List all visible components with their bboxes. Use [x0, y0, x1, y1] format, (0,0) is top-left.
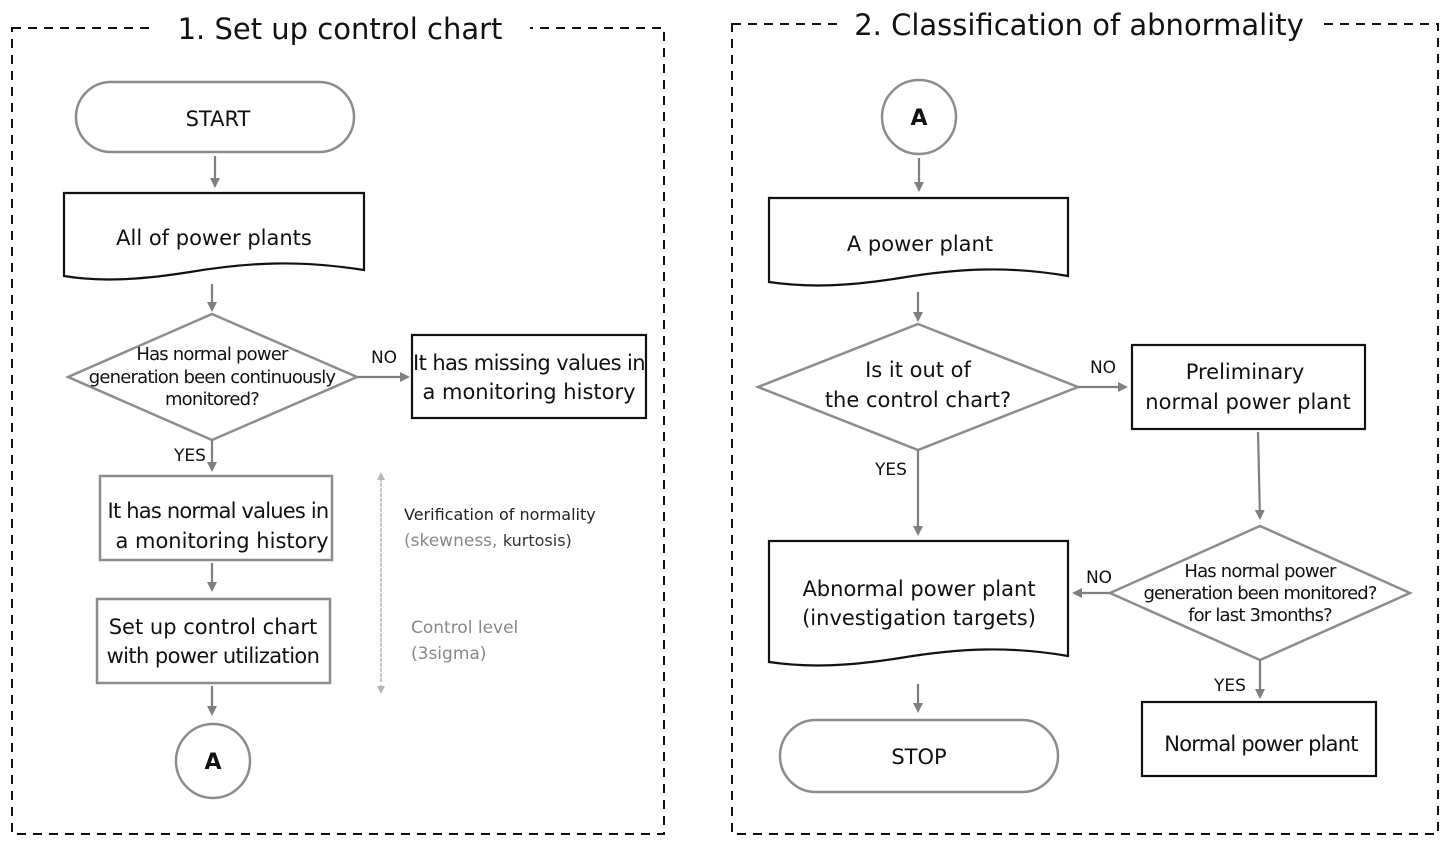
right-yes2-label: YES: [1213, 676, 1246, 696]
abnormal-line-2: (investigation targets): [802, 606, 1036, 630]
preliminary-line-1: Preliminary: [1186, 360, 1305, 384]
decision2-line-1: Has normal power: [1184, 561, 1337, 582]
preliminary-line-2: normal power plant: [1145, 390, 1350, 414]
setup-line-1: Set up control chart: [109, 615, 318, 639]
missing-values-line-2: a monitoring history: [422, 380, 635, 404]
missing-values-node: It has missing values in a monitoring hi…: [410, 333, 648, 420]
preliminary-normal-node: Preliminary normal power plant: [1130, 343, 1367, 431]
decision-line-1: Has normal power: [136, 344, 289, 365]
note-3sigma: (3sigma): [411, 644, 486, 664]
normal-values-node: It has normal values in a monitoring his…: [98, 474, 334, 562]
arrow-preliminary-to-decision2: [1254, 431, 1265, 520]
decision2-line-3: for last 3months?: [1188, 605, 1332, 626]
note-verification-sub: (skewness, kurtosis): [404, 531, 572, 551]
normal-values-line-2: a monitoring history: [115, 529, 328, 553]
last-3months-decision: Has normal power generation been monitor…: [1106, 524, 1414, 662]
abnormal-power-plant-node: Abnormal power plant (investigation targ…: [767, 539, 1070, 667]
right-connector-a: A: [880, 78, 958, 156]
normal-values-line-1: It has normal values in: [108, 499, 329, 523]
right-no2-label: NO: [1086, 568, 1112, 588]
out-of-control-chart-decision: Is it out of the control chart?: [754, 322, 1082, 452]
abnormal-line-1: Abnormal power plant: [802, 577, 1035, 601]
panel-classification-of-abnormality: 2. Classification of abnormality A A pow…: [731, 4, 1439, 835]
start-label: START: [186, 107, 251, 131]
note-verification-title: Verification of normality: [404, 505, 596, 524]
note-control-level: Control level: [411, 618, 518, 638]
a-power-plant-label: A power plant: [847, 232, 993, 256]
continuous-monitoring-decision: Has normal power generation been continu…: [64, 312, 361, 442]
all-power-plants-node: All of power plants: [62, 191, 366, 281]
decision2-line-2: generation been monitored?: [1143, 583, 1376, 604]
missing-values-line-1: It has missing values in: [413, 351, 645, 375]
right-connector-label: A: [910, 106, 927, 131]
stop-node: STOP: [778, 718, 1060, 794]
right-panel-title: 2. Classification of abnormality: [854, 8, 1304, 42]
decision1-line-1: Is it out of: [865, 358, 971, 382]
all-power-plants-label: All of power plants: [116, 226, 312, 250]
setup-control-chart-node: Set up control chart with power utilizat…: [95, 597, 332, 685]
normal-power-plant-label: Normal power plant: [1164, 732, 1358, 756]
left-yes-label: YES: [173, 446, 206, 466]
note-kurtosis: kurtosis): [503, 531, 572, 550]
setup-line-2: with power utilization: [107, 644, 320, 668]
decision-line-3: monitored?: [165, 389, 259, 410]
left-panel-title: 1. Set up control chart: [178, 12, 503, 46]
a-power-plant-node: A power plant: [767, 196, 1070, 287]
stop-label: STOP: [891, 745, 946, 769]
right-no1-label: NO: [1090, 358, 1116, 378]
right-title-bg: [840, 4, 1320, 44]
right-yes1-label: YES: [874, 460, 907, 480]
decision1-line-2: the control chart?: [825, 388, 1011, 412]
panel-set-up-control-chart: 1. Set up control chart START All of pow…: [11, 8, 665, 835]
left-no-label: NO: [371, 348, 397, 368]
start-node: START: [74, 80, 356, 154]
note-skewness: (skewness,: [404, 531, 503, 551]
left-title-bg: [150, 8, 530, 48]
decision-line-2: generation been continuously: [89, 367, 337, 388]
left-connector-label: A: [204, 750, 221, 775]
left-connector-a: A: [174, 722, 252, 800]
normal-power-plant-node: Normal power plant: [1140, 700, 1378, 778]
